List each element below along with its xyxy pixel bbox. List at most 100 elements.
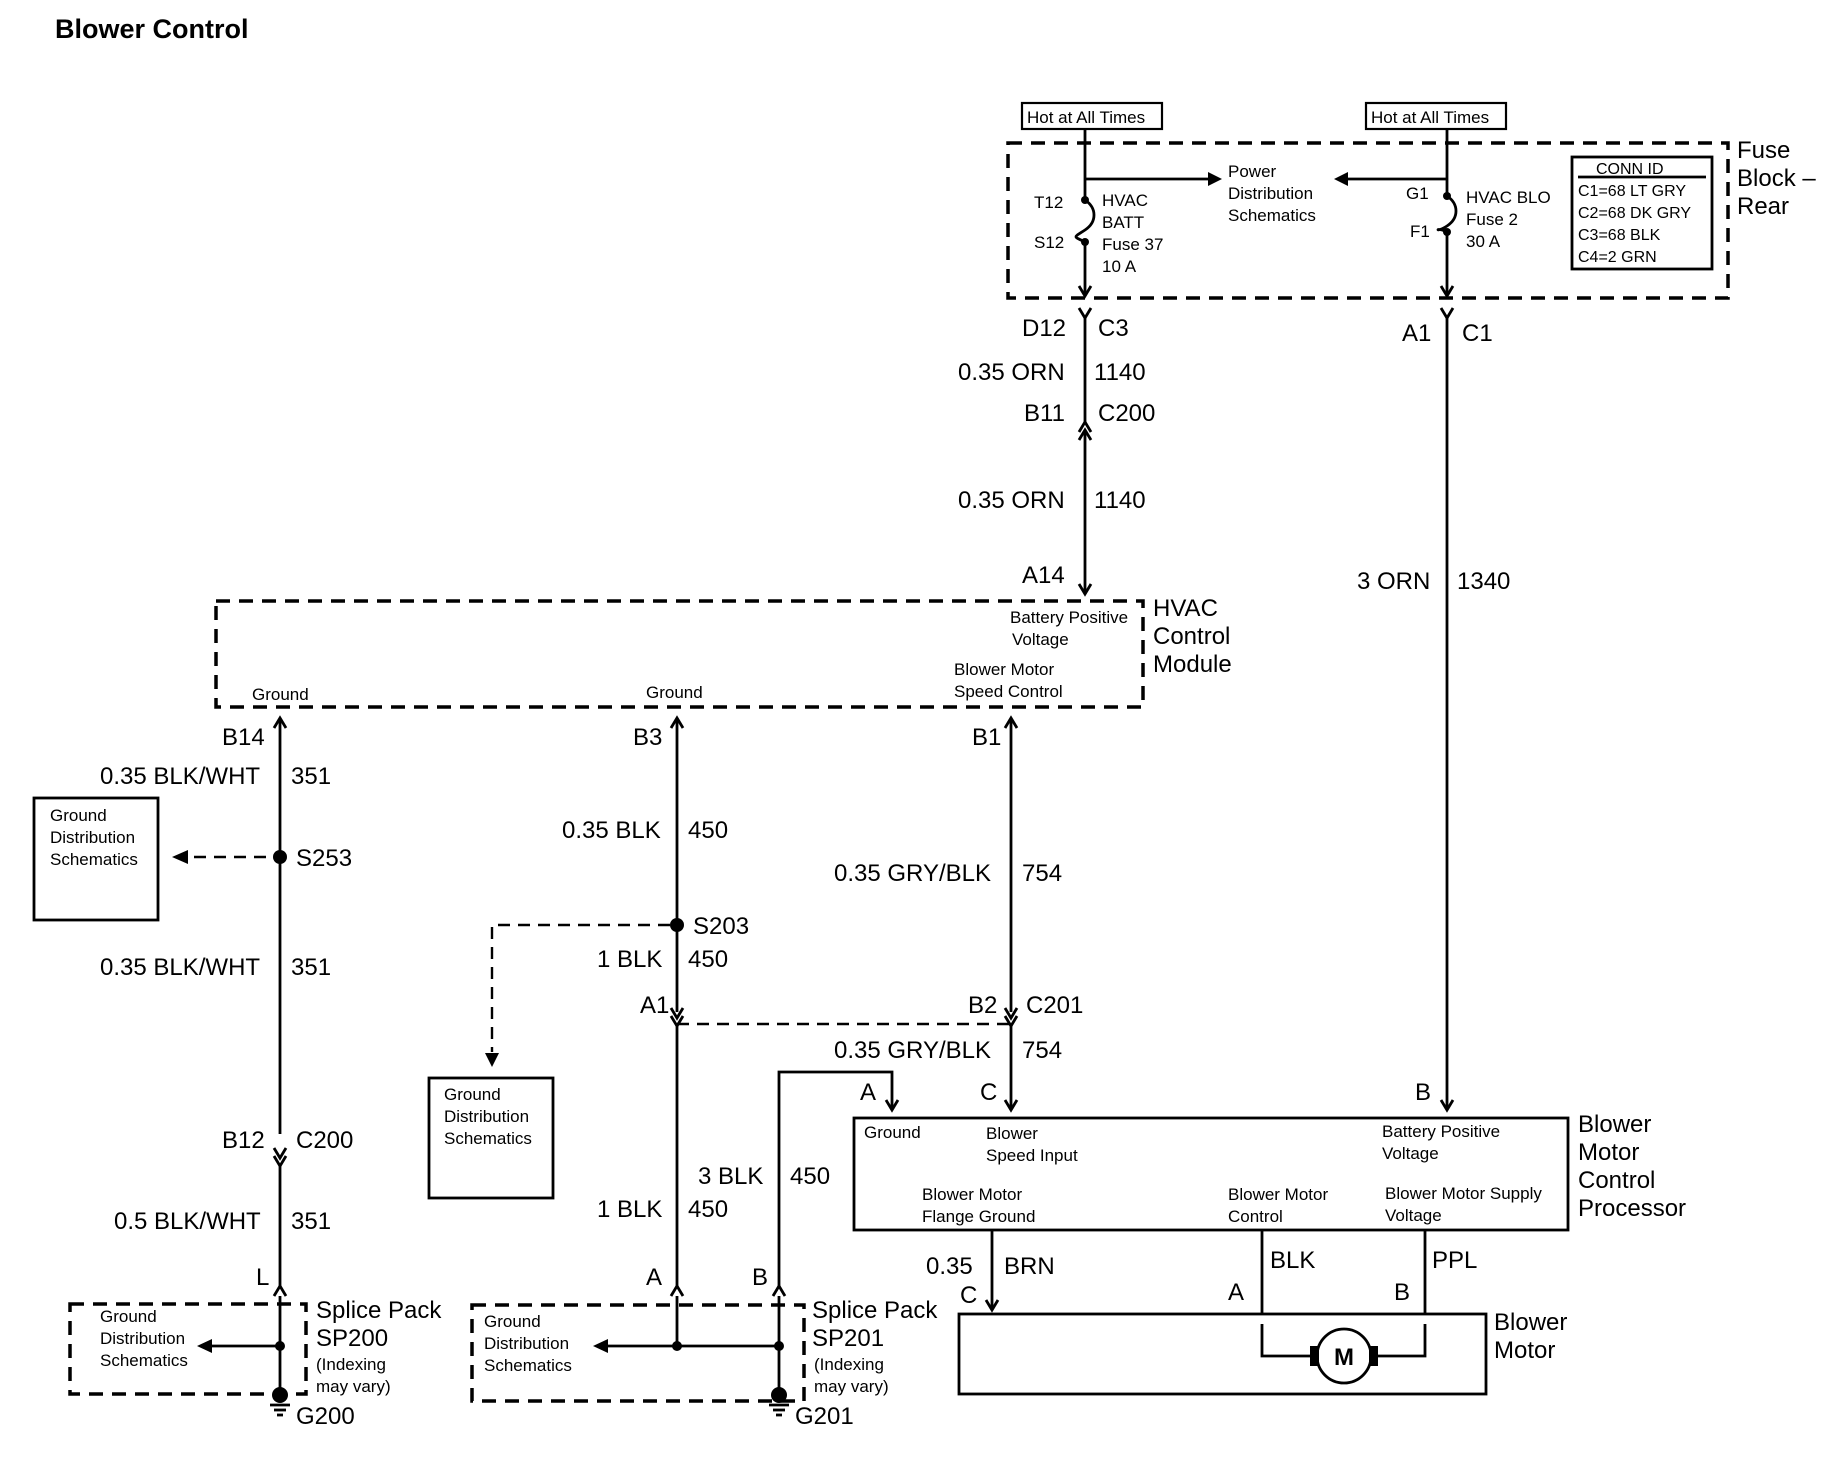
wire-450-circuit-2: 450 [688, 946, 728, 973]
sp201-gds-label-1: Ground [484, 1312, 541, 1331]
wire-1340-circuit: 1340 [1457, 568, 1510, 595]
s203-gds-arrow [485, 1053, 499, 1067]
brn-wire-color: BRN [1004, 1253, 1055, 1280]
pin-a1-c201: A1 [640, 992, 669, 1019]
hvac-module-name-1: HVAC [1153, 595, 1218, 622]
c3-connector-chevron [1077, 307, 1093, 321]
fuse2-label-3: 30 A [1466, 232, 1501, 251]
fuse-block-name-3: Rear [1737, 193, 1789, 220]
fuse2-label-1: HVAC BLO [1466, 188, 1551, 207]
processor-c-arrow [1003, 1099, 1019, 1113]
splice-s203-dot [670, 918, 684, 932]
wire-754-circuit-2: 754 [1022, 1037, 1062, 1064]
wire-1340-gauge: 3 ORN [1357, 568, 1430, 595]
wire-1140-circuit-2: 1140 [1094, 487, 1146, 514]
c200-left-chevron-1 [272, 1147, 288, 1161]
wire-754-gauge-1: 0.35 GRY/BLK [834, 860, 991, 887]
conn-c1: C1 [1462, 320, 1493, 347]
pin-b1: B1 [972, 724, 1001, 751]
fuse2-label-2: Fuse 2 [1466, 210, 1518, 229]
processor-supply-label-1: Blower Motor Supply [1385, 1184, 1542, 1203]
wire-450-circuit-3: 450 [688, 1196, 728, 1223]
wire-1140-gauge-1: 0.35 ORN [958, 359, 1065, 386]
hvac-control-module: HVAC Control Module Battery Positive Vol… [214, 595, 1232, 709]
processor-control-label-1: Blower Motor [1228, 1185, 1328, 1204]
sp200-outline [68, 1302, 308, 1396]
wire-351: B14 0.35 BLK/WHT 351 S253 0.35 BLK/WHT 3… [32, 715, 353, 1297]
s253-gds-arrow [172, 850, 188, 864]
wire-450-3blk [777, 1070, 894, 1288]
wire-351-gauge-1: 0.35 BLK/WHT [100, 763, 260, 790]
wire-1140-gauge-2: 0.35 ORN [958, 487, 1065, 514]
ppl-wire-color: PPL [1432, 1247, 1477, 1274]
wire-450-circuit-4: 450 [790, 1163, 830, 1190]
wire-450-circuit-1: 450 [688, 817, 728, 844]
gds-middle-label-2: Distribution [444, 1107, 529, 1126]
fuse37-label-1: HVAC [1102, 191, 1148, 210]
pin-b3: B3 [633, 724, 662, 751]
wire-351-circuit-3: 351 [291, 1208, 331, 1235]
processor-bpv-label-2: Voltage [1382, 1144, 1439, 1163]
fuse37-top-pin: T12 [1034, 193, 1063, 212]
splice-s203: S203 [693, 913, 749, 940]
processor-flange-label-2: Flange Ground [922, 1207, 1035, 1226]
fuse37-symbol [1074, 198, 1096, 244]
blower-motor-control-processor: Blower Motor Control Processor A Ground … [852, 1079, 1686, 1232]
hvac-module-outline [214, 599, 1145, 709]
ground-g200: G200 [296, 1403, 355, 1430]
sp201-note-1: (Indexing [814, 1355, 884, 1374]
processor-flange-label-1: Blower Motor [922, 1185, 1022, 1204]
processor-a-arrow [884, 1099, 900, 1113]
wire-351-gauge-2: 0.35 BLK/WHT [100, 954, 260, 981]
blk-wire-color: BLK [1270, 1247, 1315, 1274]
hvac-bmsc-label-2: Speed Control [954, 682, 1063, 701]
splice-s253-dot [273, 850, 287, 864]
processor-bpv-label-1: Battery Positive [1382, 1122, 1500, 1141]
sp201-junction-b [774, 1341, 784, 1351]
c1-connector-chevron [1439, 307, 1455, 321]
wire-450-gauge-4: 3 BLK [698, 1163, 763, 1190]
gds-middle-label-3: Schematics [444, 1129, 532, 1148]
gds-box-left [32, 796, 160, 922]
processor-name-3: Control [1578, 1167, 1655, 1194]
processor-pin-b: B [1415, 1079, 1431, 1106]
wire-450-gauge-2: 1 BLK [597, 946, 662, 973]
fuse2-top-pin: G1 [1406, 184, 1429, 203]
processor-name-4: Processor [1578, 1195, 1686, 1222]
pdist-label-2: Distribution [1228, 184, 1313, 203]
hot-label-left: Hot at All Times [1027, 108, 1145, 127]
sp200-gds-arrow [197, 1339, 212, 1353]
hvac-bpv-label-1: Battery Positive [1010, 608, 1128, 627]
hot-label-box-right [1364, 101, 1508, 131]
a14-arrow [1077, 583, 1093, 597]
c200-connector-chevron-1 [1077, 419, 1093, 433]
fuse-block-name-2: Block – [1737, 165, 1816, 192]
conn-id-row-2: C2=68 DK GRY [1578, 205, 1691, 222]
gds-left-label-3: Schematics [50, 850, 138, 869]
brn-wire-gauge: 0.35 [926, 1253, 973, 1280]
fuse2-out-arrow [1439, 285, 1455, 299]
pin-b2: B2 [968, 992, 997, 1019]
sp200-gds-label-3: Schematics [100, 1351, 188, 1370]
motor-pin-c: C [960, 1282, 977, 1309]
processor-pin-c: C [980, 1079, 997, 1106]
motor-pin-a: A [1228, 1279, 1244, 1306]
motor-brush-left [1310, 1346, 1319, 1366]
hvac-module-name-2: Control [1153, 623, 1230, 650]
sp200-pin-l: L [256, 1264, 269, 1291]
sp201-outline [470, 1303, 806, 1403]
a1-chevron-1 [669, 1007, 685, 1021]
g201-node [771, 1387, 787, 1403]
sp201-pin-a: A [646, 1264, 662, 1291]
wire-351-circuit-2: 351 [291, 954, 331, 981]
motor-icon [1315, 1327, 1373, 1385]
conn-c200-top: C200 [1098, 400, 1155, 427]
motor-brush-right [1369, 1346, 1378, 1366]
hvac-module-name-3: Module [1153, 651, 1232, 678]
wire-450-gauge-3: 1 BLK [597, 1196, 662, 1223]
hvac-bpv-label-2: Voltage [1012, 630, 1069, 649]
sp201-a-arrow [669, 1283, 685, 1297]
pin-a14: A14 [1022, 562, 1065, 589]
splice-pack-sp201: Ground Distribution Schematics Splice Pa… [470, 1296, 938, 1430]
pdist-arrow-right [1334, 172, 1348, 186]
